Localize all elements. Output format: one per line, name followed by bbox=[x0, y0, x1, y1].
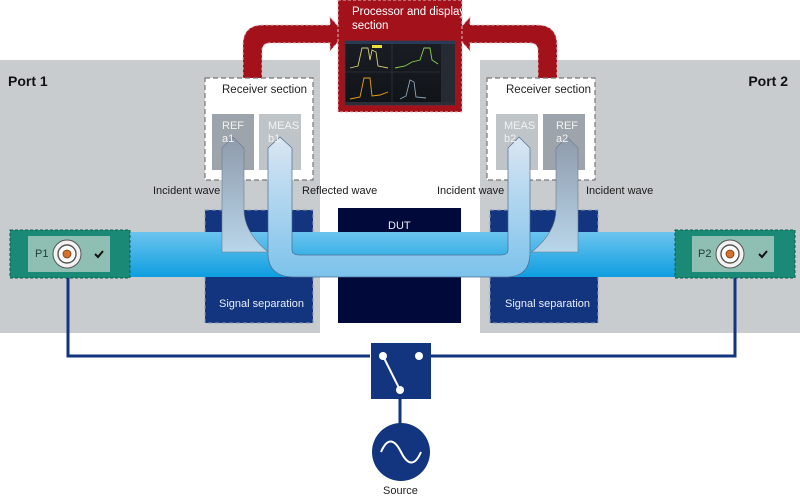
source-label: Source bbox=[383, 485, 418, 497]
reflected-wave-label: Reflected wave bbox=[302, 185, 378, 197]
channel-meas-b1-line1: MEAS bbox=[268, 120, 300, 132]
analyzer-screen-thumbnail bbox=[344, 40, 456, 106]
source-wire bbox=[66, 278, 370, 358]
channel-ref-a2-line1: REF bbox=[556, 120, 578, 132]
rf-switch-icon[interactable] bbox=[371, 343, 431, 399]
port1-connector-module bbox=[9, 229, 131, 279]
port1-label: Port 1 bbox=[8, 73, 48, 89]
incident-wave-label-right-outer: Incident wave bbox=[586, 185, 654, 197]
receiver-title-right: Receiver section bbox=[506, 84, 592, 96]
p2-label: P2 bbox=[698, 248, 712, 260]
processor-arrow-left bbox=[242, 15, 346, 101]
p1-label: P1 bbox=[35, 248, 49, 260]
signal-source-icon[interactable] bbox=[372, 423, 430, 481]
incident-wave-label-right-inner: Incident wave bbox=[437, 185, 505, 197]
p2-check-icon bbox=[758, 250, 768, 259]
channel-ref-a1-line1: REF bbox=[222, 120, 244, 132]
channel-meas-b2-line2: b2 bbox=[504, 133, 517, 145]
channel-meas-b2-line1: MEAS bbox=[504, 120, 536, 132]
p1-check-icon bbox=[94, 250, 104, 259]
signal-separation-label-left: Signal separation bbox=[219, 298, 305, 310]
incident-wave-label-left: Incident wave bbox=[153, 185, 221, 197]
channel-meas-b1-line2: b1 bbox=[268, 133, 281, 145]
port2-label: Port 2 bbox=[748, 73, 788, 89]
dut-label: DUT bbox=[388, 220, 411, 232]
reflected-wave-arrow-b1 bbox=[267, 136, 531, 278]
receiver-title-left: Receiver section bbox=[222, 84, 308, 96]
processor-title-line2: section bbox=[352, 20, 389, 32]
channel-ref-a1-line2: a1 bbox=[222, 133, 235, 145]
processor-title-line1: Processor and display bbox=[352, 6, 466, 18]
port2-connector-module bbox=[674, 229, 796, 279]
incident-wave-arrow-a2 bbox=[531, 136, 579, 253]
source-wire-right bbox=[430, 278, 737, 358]
signal-separation-label-right: Signal separation bbox=[505, 298, 591, 310]
channel-ref-a2-line2: a2 bbox=[556, 133, 569, 145]
